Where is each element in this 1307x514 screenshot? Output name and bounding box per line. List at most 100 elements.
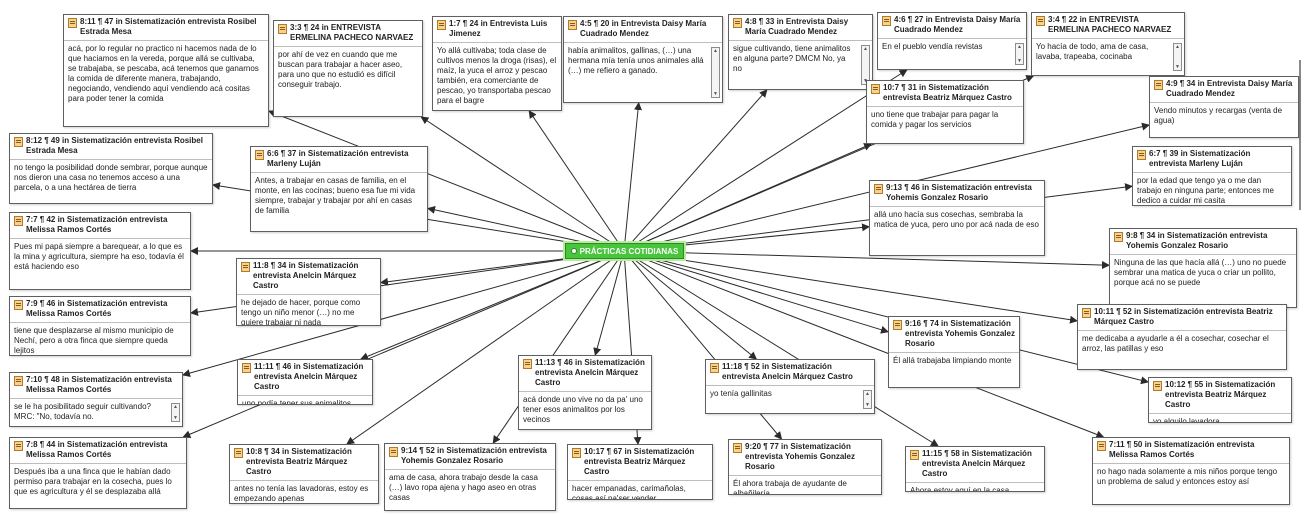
quotation-node[interactable]: 4:8 ¶ 33 in Entrevista Daisy María Cuadr… (728, 14, 873, 90)
quotation-node[interactable]: 10:8 ¶ 34 in Sistematización entrevista … (229, 444, 379, 504)
quotation-node[interactable]: 6:6 ¶ 37 in Sistematización entrevista M… (250, 146, 428, 232)
quotation-node[interactable]: 10:12 ¶ 55 in Sistematización entrevista… (1148, 377, 1292, 423)
quotation-icon (1036, 16, 1045, 26)
quotation-title: 4:9 ¶ 34 in Entrevista Daisy María Cuadr… (1166, 79, 1293, 98)
quotation-scrollbar[interactable] (171, 403, 180, 422)
quotation-node[interactable]: 10:7 ¶ 31 in Sistematización entrevista … (866, 80, 1024, 144)
quotation-text: ama de casa, ahora trabajo desde la casa… (389, 473, 538, 502)
quotation-header: 7:7 ¶ 42 in Sistematización entrevista M… (10, 213, 190, 239)
quotation-header: 9:16 ¶ 74 in Sistematización entrevista … (889, 317, 1019, 353)
quotation-text: Después iba a una finca que le habían da… (14, 467, 172, 496)
quotation-header: 7:8 ¶ 44 in Sistematización entrevista M… (10, 438, 186, 464)
canvas-scrollbar[interactable] (1299, 60, 1301, 210)
link-line (593, 250, 625, 356)
quotation-header: 4:9 ¶ 34 in Entrevista Daisy María Cuadr… (1150, 77, 1298, 103)
quotation-node[interactable]: 11:18 ¶ 52 in Sistematización entrevista… (705, 359, 875, 414)
quotation-title: 7:8 ¶ 44 in Sistematización entrevista M… (26, 440, 168, 459)
quotation-node[interactable]: 10:17 ¶ 67 in Sistematización entrevista… (567, 444, 713, 500)
quotation-title: 9:20 ¶ 77 in Sistematización entrevista … (745, 442, 855, 471)
quotation-icon (1114, 232, 1123, 242)
quotation-scrollbar[interactable] (861, 45, 870, 85)
quotation-node[interactable]: 11:11 ¶ 46 in Sistematización entrevista… (237, 359, 373, 405)
quotation-title: 11:13 ¶ 46 in Sistematización entrevista… (535, 358, 645, 387)
quotation-node[interactable]: 11:8 ¶ 34 in Sistematización entrevista … (236, 258, 381, 326)
quotation-header: 4:8 ¶ 33 in Entrevista Daisy María Cuadr… (729, 15, 872, 41)
link-line (360, 250, 625, 361)
quotation-icon (437, 20, 446, 30)
quotation-node[interactable]: 9:14 ¶ 52 in Sistematización entrevista … (384, 443, 556, 511)
quotation-icon (1097, 441, 1106, 451)
quotation-icon (523, 359, 532, 369)
quotation-icon (14, 300, 23, 310)
quotation-node[interactable]: 11:15 ¶ 58 in Sistematización entrevista… (905, 446, 1045, 492)
quotation-node[interactable]: 8:11 ¶ 47 in Sistematización entrevista … (63, 14, 269, 127)
quotation-node[interactable]: 8:12 ¶ 49 in Sistematización entrevista … (9, 133, 213, 204)
quotation-node[interactable]: 9:8 ¶ 34 in Sistematización entrevista Y… (1109, 228, 1297, 308)
quotation-header: 9:13 ¶ 46 in Sistematización entrevista … (870, 181, 1044, 207)
quotation-title: 6:7 ¶ 39 in Sistematización entrevista M… (1149, 149, 1251, 168)
quotation-node[interactable]: 7:8 ¶ 44 in Sistematización entrevista M… (9, 437, 187, 509)
quotation-node[interactable]: 9:16 ¶ 74 in Sistematización entrevista … (888, 316, 1020, 388)
quotation-text: por ahí de vez en cuando que me buscan p… (278, 50, 403, 89)
quotation-icon (1153, 381, 1162, 391)
quotation-text: hacer empanadas, carimañolas, cosas así … (572, 484, 686, 500)
central-code-node[interactable]: PRÁCTICAS COTIDIANAS (565, 243, 684, 259)
quotation-icon (1154, 80, 1163, 90)
quotation-node[interactable]: 3:3 ¶ 24 in ENTREVISTA ERMELINA PACHECO … (273, 20, 423, 117)
quotation-title: 10:11 ¶ 52 in Sistematización entrevista… (1094, 307, 1273, 326)
quotation-title: 7:10 ¶ 48 in Sistematización entrevista … (26, 375, 172, 394)
quotation-icon (874, 184, 883, 194)
quotation-node[interactable]: 9:13 ¶ 46 in Sistematización entrevista … (869, 180, 1045, 256)
quotation-icon (882, 16, 891, 26)
quotation-icon (68, 18, 77, 28)
quotation-header: 8:12 ¶ 49 in Sistematización entrevista … (10, 134, 212, 160)
quotation-icon (14, 441, 23, 451)
quotation-header: 11:15 ¶ 58 in Sistematización entrevista… (906, 447, 1044, 483)
quotation-title: 7:11 ¶ 50 in Sistematización entrevista … (1109, 440, 1255, 459)
quotation-node[interactable]: 7:9 ¶ 46 in Sistematización entrevista M… (9, 296, 191, 356)
quotation-header: 10:11 ¶ 52 in Sistematización entrevista… (1078, 305, 1286, 331)
quotation-text: antes no tenía las lavadoras, estoy es e… (234, 484, 369, 503)
quotation-node[interactable]: 9:20 ¶ 77 in Sistematización entrevista … (728, 439, 882, 495)
quotation-icon (910, 450, 919, 460)
link-line (528, 110, 625, 252)
quotation-node[interactable]: 7:10 ¶ 48 in Sistematización entrevista … (9, 372, 183, 427)
quotation-header: 3:4 ¶ 22 in ENTREVISTA ERMELINA PACHECO … (1032, 13, 1184, 39)
quotation-node[interactable]: 6:7 ¶ 39 in Sistematización entrevista M… (1132, 146, 1292, 206)
quotation-text: yo tenía gallinitas (710, 389, 772, 398)
quotation-node[interactable]: 4:6 ¶ 27 in Entrevista Daisy María Cuadr… (877, 12, 1027, 70)
quotation-node[interactable]: 3:4 ¶ 22 in ENTREVISTA ERMELINA PACHECO … (1031, 12, 1185, 76)
quotation-icon (14, 216, 23, 226)
quotation-header: 9:8 ¶ 34 in Sistematización entrevista Y… (1110, 229, 1296, 255)
quotation-text: había animalitos, gallinas, (…) una herm… (568, 46, 704, 75)
quotation-node[interactable]: 7:11 ¶ 50 in Sistematización entrevista … (1092, 437, 1290, 505)
quotation-text: acá, por lo regular no practico ni hacem… (68, 44, 259, 103)
quotation-header: 9:20 ¶ 77 in Sistematización entrevista … (729, 440, 881, 476)
quotation-node[interactable]: 10:11 ¶ 52 in Sistematización entrevista… (1077, 304, 1287, 370)
quotation-icon (710, 363, 719, 373)
quotation-node[interactable]: 4:9 ¶ 34 in Entrevista Daisy María Cuadr… (1149, 76, 1299, 138)
quotation-header: 8:11 ¶ 47 in Sistematización entrevista … (64, 15, 268, 41)
quotation-scrollbar[interactable] (1015, 43, 1024, 65)
quotation-node[interactable]: 4:5 ¶ 20 in Entrevista Daisy María Cuadr… (563, 16, 723, 103)
quotation-icon (1137, 150, 1146, 160)
quotation-icon (733, 443, 742, 453)
quotation-scrollbar[interactable] (711, 47, 720, 98)
quotation-header: 11:8 ¶ 34 in Sistematización entrevista … (237, 259, 380, 295)
quotation-title: 7:7 ¶ 42 in Sistematización entrevista M… (26, 215, 168, 234)
quotation-title: 9:14 ¶ 52 in Sistematización entrevista … (401, 446, 547, 465)
quotation-node[interactable]: 11:13 ¶ 46 in Sistematización entrevista… (518, 355, 652, 430)
quotation-title: 1:7 ¶ 24 in Entrevista Luis Jimenez (449, 19, 548, 38)
quotation-header: 4:6 ¶ 27 in Entrevista Daisy María Cuadr… (878, 13, 1026, 39)
quotation-text: En el pueblo vendía revistas (882, 42, 983, 51)
quotation-scrollbar[interactable] (863, 390, 872, 409)
quotation-text: Antes, a trabajar en casas de familia, e… (255, 176, 416, 215)
quotation-node[interactable]: 7:7 ¶ 42 in Sistematización entrevista M… (9, 212, 191, 290)
quotation-icon (568, 20, 577, 30)
central-code-label: PRÁCTICAS COTIDIANAS (579, 246, 679, 256)
link-line (420, 116, 625, 252)
quotation-title: 6:6 ¶ 37 in Sistematización entrevista M… (267, 149, 409, 168)
quotation-text: Él allá trabajaba limpiando monte (893, 356, 1012, 365)
quotation-scrollbar[interactable] (1173, 43, 1182, 71)
